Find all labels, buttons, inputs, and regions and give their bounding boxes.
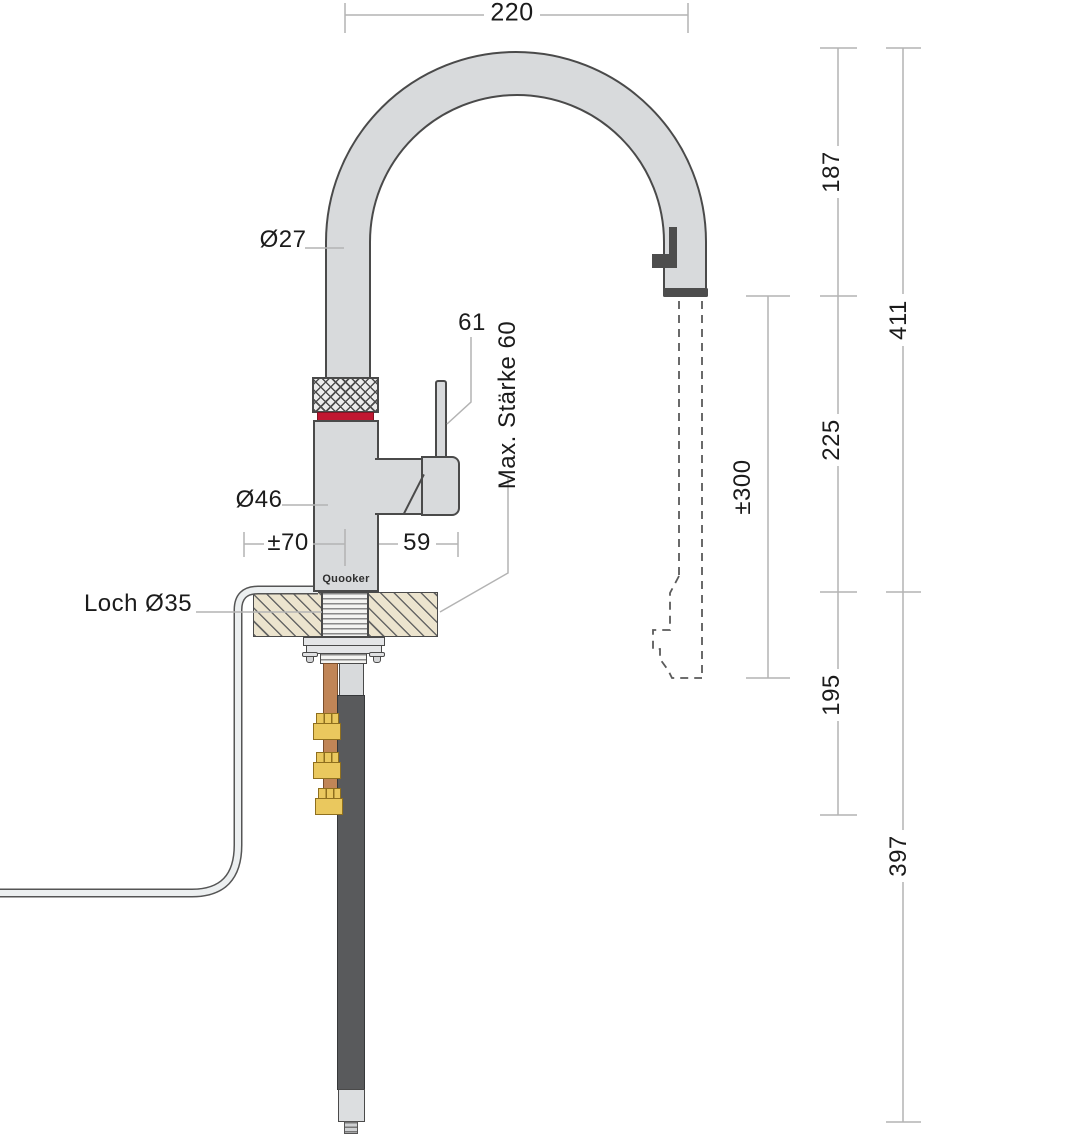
handle-lever xyxy=(435,380,447,460)
handle-body-cap xyxy=(421,456,460,516)
dim-label-195: 195 xyxy=(818,674,845,716)
dim-label-spout-diameter: Ø27 xyxy=(259,226,307,253)
countertop-left-section xyxy=(253,592,322,637)
brass-fitting-2-body xyxy=(313,762,341,779)
dim-label-max-thickness: Max. Stärke 60 xyxy=(494,320,521,490)
brass-fitting-3-body xyxy=(315,798,343,815)
tap-shank-through-counter xyxy=(322,592,368,637)
dim-label-spout-width: 220 xyxy=(490,0,534,27)
dim-label-225: 225 xyxy=(818,419,845,461)
hose-collar xyxy=(339,663,364,697)
dim-chain-outer xyxy=(886,47,921,1123)
tap-body-column xyxy=(313,420,379,592)
hose-end-connector xyxy=(338,1089,365,1122)
leader-handle-length xyxy=(446,337,472,425)
pullout-hose-dashed-outline xyxy=(652,301,703,679)
dim-label-187: 187 xyxy=(818,151,845,193)
dim-label-body-diameter: Ø46 xyxy=(235,486,283,513)
brass-fitting-1-body xyxy=(313,723,341,740)
spout-outlet-cap xyxy=(663,288,708,297)
quooker-logo: Quooker xyxy=(322,573,370,585)
dim-label-handle-reach: 59 xyxy=(403,529,431,556)
spray-head-release-clip xyxy=(652,227,677,268)
dim-label-hole-diameter: Loch Ø35 xyxy=(83,590,193,617)
dim-label-397: 397 xyxy=(885,835,912,877)
mounting-screw-left-stem xyxy=(306,656,314,663)
dim-label-411: 411 xyxy=(885,300,912,340)
dim-label-hose-extension: ±300 xyxy=(729,459,756,515)
dim-label-handle-length: 61 xyxy=(458,309,486,336)
handle-arm xyxy=(375,458,423,515)
hose-end-nipple xyxy=(344,1121,358,1134)
mounting-screw-right-stem xyxy=(373,656,381,663)
knurled-nut xyxy=(312,377,379,413)
flex-hose xyxy=(337,695,365,1090)
dim-label-center-offset: ±70 xyxy=(267,529,309,556)
countertop-right-section xyxy=(368,592,438,637)
